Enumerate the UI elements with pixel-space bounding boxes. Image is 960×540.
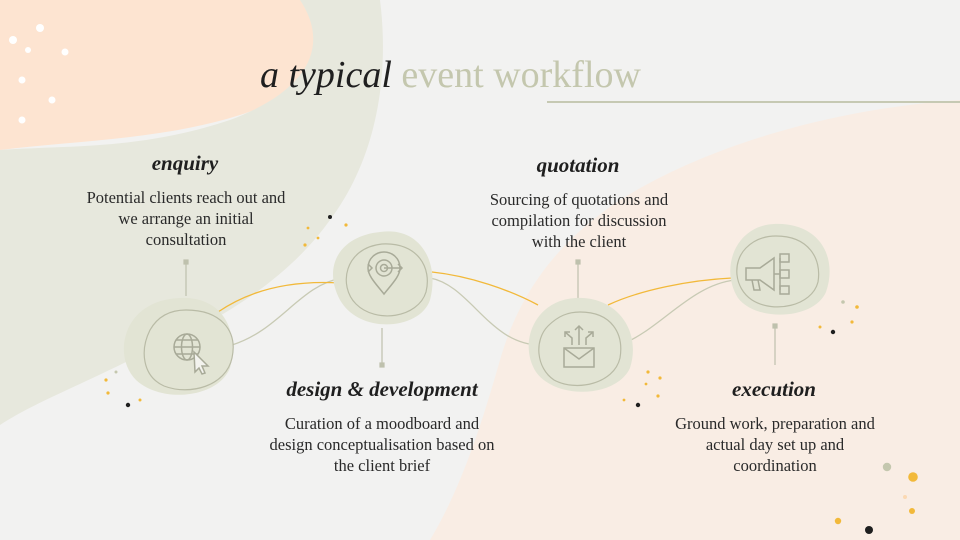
step-desc-design: Curation of a moodboard and design conce… [269,414,495,475]
sage-blob [0,0,383,425]
megaphone-list-icon [745,253,790,295]
connector-lines [217,271,736,346]
decor-dots-scatter [104,215,918,534]
node-design [333,231,433,325]
slide-title-part2: event workflow [401,54,641,96]
step-desc-enquiry: Potential clients reach out and we arran… [86,188,286,249]
pointer-lines [183,259,778,368]
node-quotation [528,297,633,392]
title-underline [547,101,960,103]
step-desc-execution: Ground work, preparation and actual day … [675,414,875,475]
peach-blob [0,0,335,150]
step-desc-quotation: Sourcing of quotations and compilation f… [489,190,669,251]
slide-title-part1: a typical [260,54,392,96]
decor-dots-top-left [9,24,69,124]
step-title-design: design & development [286,377,478,401]
step-title-execution: execution [732,377,816,401]
mail-arrows-icon [563,324,595,368]
step-title-quotation: quotation [536,153,620,177]
step-title-enquiry: enquiry [151,151,219,175]
light-peach-blob [430,100,960,540]
globe-cursor-icon [173,333,210,375]
slide-title: a typical event workflow [260,52,641,98]
target-location-icon [367,251,404,296]
